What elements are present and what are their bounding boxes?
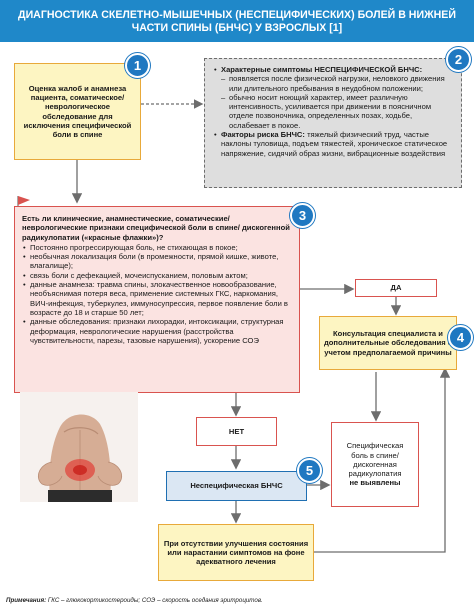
- specific-pain-box: Специфическая боль в спине/ дискогенная …: [331, 422, 419, 507]
- footnote: Примечания: ГКС – глюкокортикостероиды; …: [6, 597, 263, 604]
- step1-box: Оценка жалоб и анамнеза пациента, сомати…: [14, 63, 141, 160]
- back-pain-illustration: [20, 392, 138, 502]
- step5-text: Неспецифическая БНЧС: [190, 481, 283, 491]
- final-box: При отсутствии улучшения состояния или н…: [158, 524, 314, 581]
- step3-item: данные обследования: признаки лихорадки,…: [23, 317, 292, 345]
- step4-text: Консультация специалиста и дополнительны…: [323, 329, 453, 357]
- step4-box: Консультация специалиста и дополнительны…: [319, 316, 457, 370]
- step2-box: Характерные симптомы НЕСПЕЦИФИЧЕСКОЙ БНЧ…: [204, 58, 462, 188]
- step5-badge: 5: [297, 458, 322, 483]
- no-label: НЕТ: [228, 426, 245, 436]
- step2-heading1: Характерные симптомы НЕСПЕЦИФИЧЕСКОЙ БНЧ…: [214, 65, 453, 75]
- no-box: НЕТ: [196, 417, 277, 446]
- step2-badge: 2: [446, 47, 471, 72]
- arrow-final-to-4: [314, 367, 451, 553]
- step1-badge: 1: [125, 53, 150, 78]
- yes-label: ДА: [390, 283, 402, 293]
- step5-box: Неспецифическая БНЧС: [166, 471, 307, 501]
- step2-symptoms: появляется после физической нагрузки, не…: [213, 74, 453, 130]
- step3-box: Есть ли клинические, анамнестические, со…: [14, 206, 300, 393]
- step3-question: Есть ли клинические, анамнестические, со…: [22, 214, 290, 242]
- step3-badge: 3: [290, 203, 315, 228]
- red-flag-icon: [18, 196, 30, 205]
- yes-box: ДА: [355, 279, 437, 297]
- step3-item: необычная локализация боли (в промежност…: [23, 252, 292, 271]
- step3-item: Постоянно прогрессирующая боль, не стиха…: [23, 243, 292, 253]
- step2-list: Характерные симптомы НЕСПЕЦИФИЧЕСКОЙ БНЧ…: [213, 65, 453, 75]
- step3-list: Постоянно прогрессирующая боль, не стиха…: [22, 243, 292, 345]
- step1-text: Оценка жалоб и анамнеза пациента, сомати…: [23, 83, 132, 140]
- final-text: При отсутствии улучшения состояния или н…: [163, 538, 309, 567]
- step2-symptom-item: обычно носит ноющий характер, имеет разл…: [221, 93, 453, 130]
- step3-item: связь боли с дефекацией, мочеиспусканием…: [23, 271, 292, 281]
- page-title: ДИАГНОСТИКА СКЕЛЕТНО-МЫШЕЧНЫХ (НЕСПЕЦИФИ…: [0, 0, 474, 42]
- step2-risk: Факторы риска БНЧС: тяжелый физический т…: [213, 130, 453, 158]
- specific-pain-text: Специфическая боль в спине/ дискогенная …: [346, 441, 404, 488]
- step2-risk-item: Факторы риска БНЧС: тяжелый физический т…: [214, 130, 453, 158]
- step3-item: данные анамнеза: травма спины, злокачест…: [23, 280, 292, 317]
- step4-badge: 4: [448, 325, 473, 350]
- step2-symptom-item: появляется после физической нагрузки, не…: [221, 74, 453, 93]
